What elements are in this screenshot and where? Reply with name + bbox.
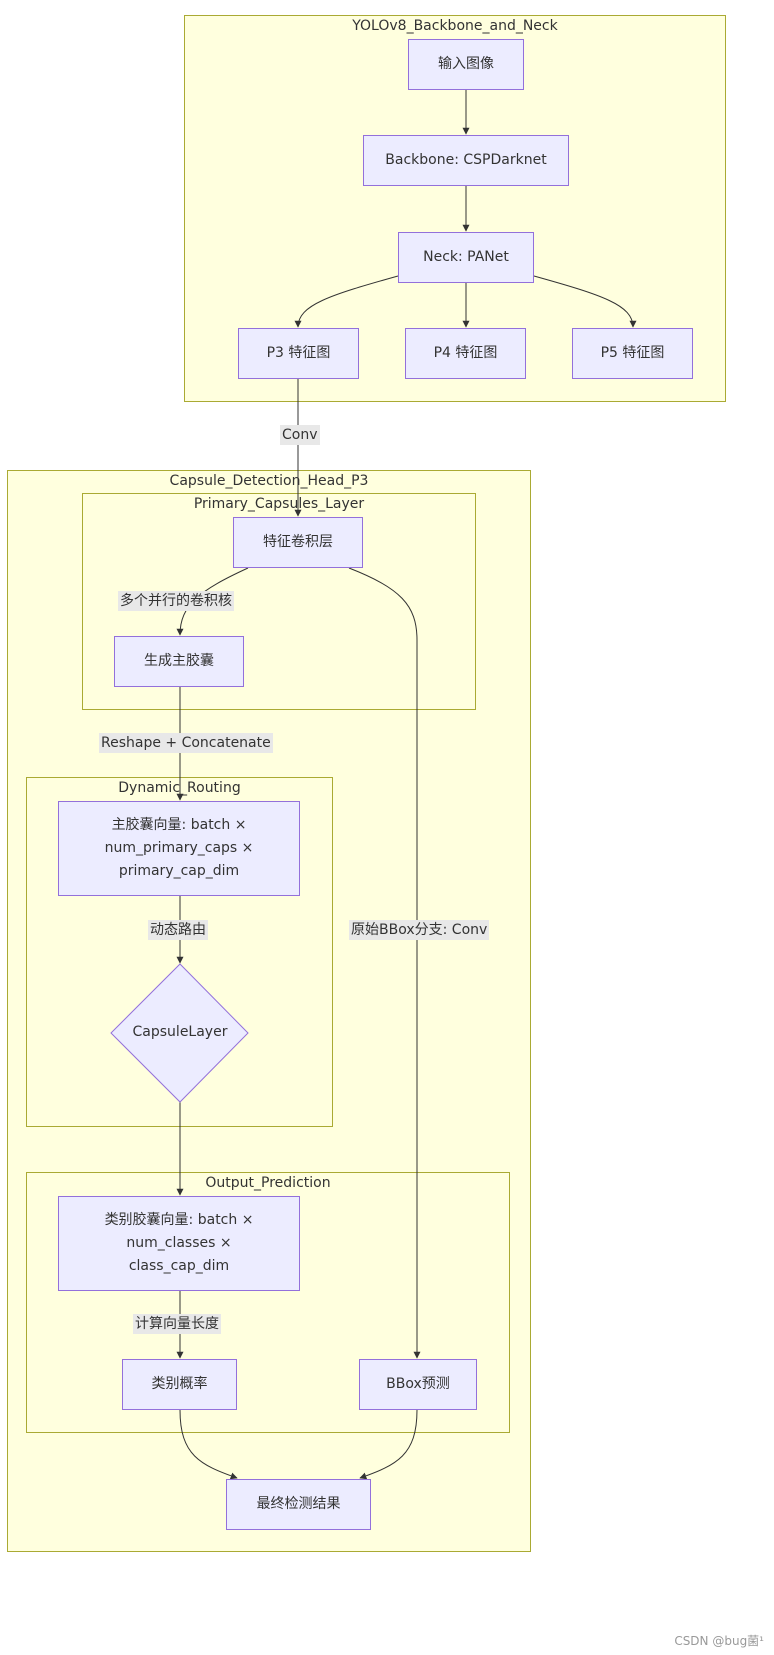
edge-label-vector-length: 计算向量长度	[133, 1314, 221, 1334]
node-line: num_primary_caps ×	[104, 840, 254, 856]
edge-label-multi-kernel: 多个并行的卷积核	[118, 591, 234, 611]
node-bbox-prediction: BBox预测	[359, 1359, 477, 1410]
node-line: 主胶囊向量: batch ×	[111, 817, 247, 833]
edge-neck-to-p5	[533, 275, 637, 328]
edge-feature-conv-to-bbox	[348, 567, 421, 1359]
node-capsule-layer: CapsuleLayer	[132, 1024, 228, 1040]
edge-label-conv: Conv	[280, 425, 320, 445]
node-final-result: 最终检测结果	[226, 1479, 371, 1530]
cluster-title: Primary_Capsules_Layer	[193, 496, 365, 512]
node-p5: P5 特征图	[572, 328, 693, 379]
node-neck: Neck: PANet	[398, 232, 534, 283]
edge-prob-to-final	[179, 1409, 238, 1480]
node-p3: P3 特征图	[238, 328, 359, 379]
cluster-title: Dynamic_Routing	[118, 780, 241, 796]
capsule-layer-diamond	[110, 963, 249, 1103]
node-input-image: 输入图像	[408, 39, 524, 90]
node-line: 类别胶囊向量: batch ×	[104, 1212, 254, 1228]
node-p4: P4 特征图	[405, 328, 526, 379]
cluster-title: YOLOv8_Backbone_and_Neck	[352, 18, 558, 34]
node-line: primary_cap_dim	[118, 863, 240, 879]
edge-neck-to-p3	[294, 275, 399, 328]
edge-label-bbox-branch: 原始BBox分支: Conv	[349, 920, 490, 940]
watermark: CSDN @bug菌¹	[674, 1634, 764, 1648]
cluster-title: Output_Prediction	[205, 1175, 331, 1191]
node-backbone: Backbone: CSPDarknet	[363, 135, 569, 186]
edge-label-dynamic-routing: 动态路由	[148, 920, 208, 940]
cluster-title: Capsule_Detection_Head_P3	[169, 473, 369, 489]
node-class-capsule-vector: 类别胶囊向量: batch × num_classes × class_cap_…	[58, 1196, 300, 1291]
node-class-probability: 类别概率	[122, 1359, 237, 1410]
node-line: class_cap_dim	[128, 1258, 230, 1274]
edge-bbox-to-final	[359, 1409, 418, 1480]
node-generate-primary-capsules: 生成主胶囊	[114, 636, 244, 687]
node-feature-conv: 特征卷积层	[233, 517, 363, 568]
node-primary-capsule-vector: 主胶囊向量: batch × num_primary_caps × primar…	[58, 801, 300, 896]
node-line: num_classes ×	[126, 1235, 232, 1251]
edge-label-reshape: Reshape + Concatenate	[99, 733, 273, 753]
